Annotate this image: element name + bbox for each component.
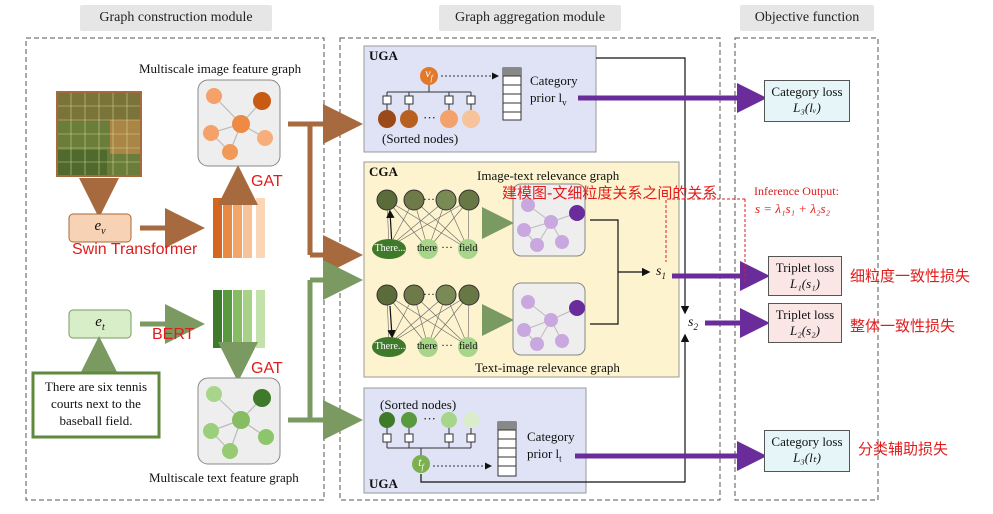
swin-feature-stack — [213, 198, 265, 258]
inference-formula: s = λ₁s₁ + λ₂s₂ — [755, 201, 831, 216]
aux-classification-note: 分类辅助损失 — [858, 440, 949, 458]
cga-top-img-dots: ··· — [423, 192, 435, 206]
text-image-relevance-graph — [512, 282, 586, 356]
cga-bottom-there-node: There... — [374, 341, 406, 352]
category-prior-bar-top — [502, 67, 522, 121]
triplet-loss-1: Triplet loss L₁(s₁) — [768, 256, 842, 296]
uga-top-title: UGA — [369, 48, 398, 63]
gat-top-label: GAT — [251, 173, 283, 190]
ev-box — [68, 213, 132, 243]
tf-label: tf — [418, 455, 424, 472]
uga-top-prior: prior lv — [530, 90, 567, 108]
cga-bottom-row — [372, 284, 480, 357]
uga-bottom-to-s2 — [420, 333, 690, 483]
uga-bottom-tree — [379, 412, 492, 473]
category-loss-top: Category loss L₃(lᵥ) — [764, 80, 850, 122]
category-loss-bottom: Category loss L₃(lₜ) — [764, 430, 850, 472]
aggregation-header: Graph aggregation module — [439, 5, 621, 31]
image-text-graph-label: Image-text relevance graph — [477, 168, 620, 183]
cga-title: CGA — [369, 164, 398, 179]
triplet-loss-2: Triplet loss L₂(s₂) — [768, 303, 842, 343]
cga-top-row — [372, 189, 480, 259]
cga-bottom-field: field — [459, 341, 478, 352]
image-feature-graph — [197, 79, 281, 167]
remote-sensing-image — [56, 91, 142, 177]
text-feature-graph — [197, 377, 281, 465]
et-label: et — [95, 314, 105, 333]
swin-transformer-label: Swin Transformer — [72, 241, 198, 258]
cga-top-there2: there — [417, 243, 437, 254]
objective-module-box — [734, 37, 879, 501]
cga-bottom-img-dots: ··· — [423, 287, 435, 301]
text-image-graph-label: Text-image relevance graph — [475, 360, 620, 375]
chinese-relation-note: 建模图-文细粒度关系之间的关系 — [502, 184, 718, 202]
uga-top-to-s2 — [596, 57, 690, 315]
cga-bottom-dots: ··· — [441, 338, 453, 352]
fine-consistency-note: 细粒度一致性损失 — [850, 267, 971, 285]
construction-header: Graph construction module — [80, 5, 272, 31]
uga-bottom-prior: prior lt — [527, 446, 562, 464]
gat-bottom-label: GAT — [251, 360, 283, 377]
s2-label: s2 — [688, 315, 698, 332]
inference-title: Inference Output: — [754, 184, 839, 198]
cga-top-there-node: There... — [374, 243, 406, 254]
uga-top-panel — [363, 45, 597, 153]
category-prior-bar-bottom — [497, 421, 517, 477]
uga-top-dots: ··· — [423, 110, 436, 125]
uga-bottom-dots: ··· — [423, 411, 436, 426]
caption-box — [31, 371, 161, 439]
bert-label: BERT — [152, 326, 195, 343]
ev-label: ev — [94, 218, 106, 237]
text-graph-title: Multiscale text feature graph — [149, 470, 299, 485]
vf-node — [420, 67, 438, 85]
cga-bottom-there2: there — [417, 341, 437, 352]
uga-bottom-sorted-nodes: (Sorted nodes) — [380, 397, 457, 412]
cga-top-field: field — [459, 243, 478, 254]
bert-feature-stack — [213, 290, 265, 348]
objective-header: Objective function — [740, 5, 874, 31]
global-consistency-note: 整体一致性损失 — [850, 317, 956, 335]
image-text-relevance-graph — [512, 183, 586, 257]
uga-top-sorted-nodes: (Sorted nodes) — [382, 131, 459, 146]
uga-bottom-category: Category — [527, 429, 575, 444]
image-graph-title: Multiscale image feature graph — [139, 61, 302, 76]
uga-bottom-title: UGA — [369, 476, 398, 491]
s1-label: s1 — [656, 264, 666, 281]
tf-node — [412, 455, 430, 473]
uga-top-tree — [378, 67, 499, 128]
uga-top-category: Category — [530, 73, 578, 88]
cga-top-dots: ··· — [441, 240, 453, 254]
caption-text: There are six tennis courts next to the … — [44, 379, 148, 428]
vf-label: vf — [425, 66, 433, 83]
